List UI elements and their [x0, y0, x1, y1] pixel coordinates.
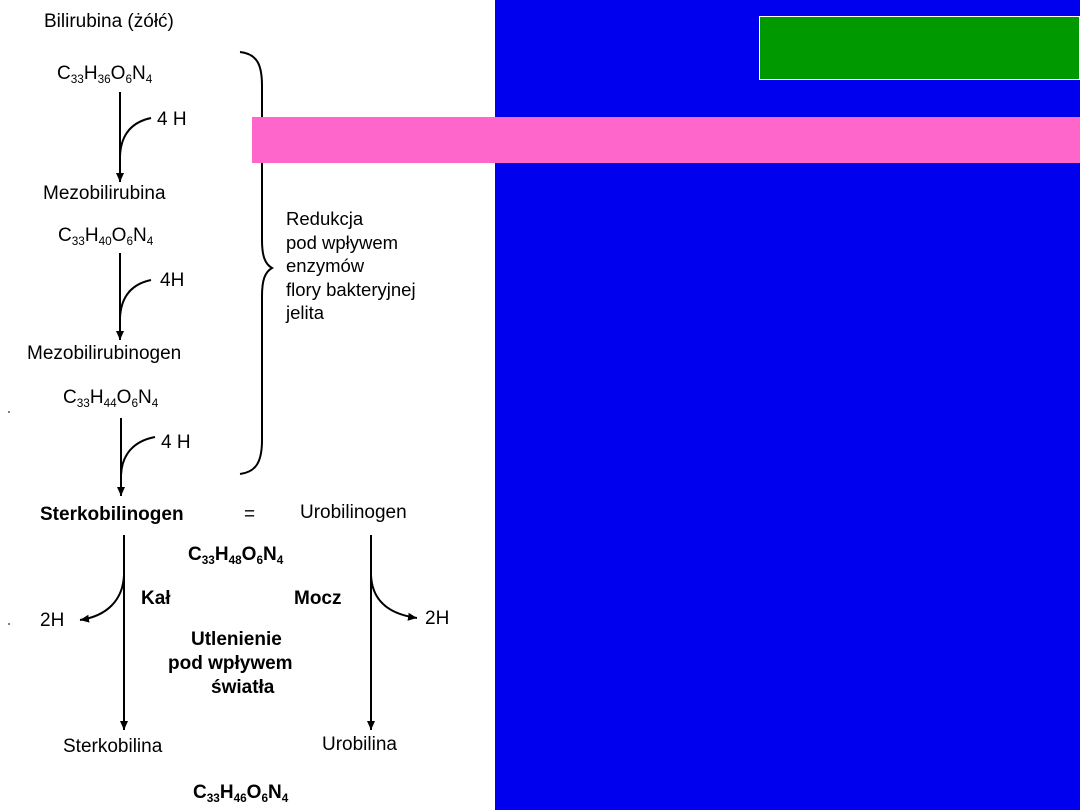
compound-sterkobilina: Sterkobilina	[63, 736, 163, 757]
reduction-note-line: pod wpływem	[286, 231, 399, 253]
compound-bilirubina: Bilirubina (żółć)	[44, 11, 174, 32]
reduction-note-line: flory bakteryjnej	[286, 278, 416, 300]
formula-bilirubina: C33H36O6N4	[57, 63, 153, 87]
formula-urobilinogen: C33H48O6N4	[188, 544, 284, 568]
reduction-note-line: enzymów	[286, 255, 365, 276]
curve-2h-left	[79, 574, 125, 623]
reduction-brace	[239, 51, 275, 475]
curve-4h-step2	[119, 279, 152, 319]
compound-urobilina: Urobilina	[322, 734, 397, 755]
label-4h-step1: 4 H	[157, 109, 187, 130]
compound-mezobilirubina: Mezobilirubina	[43, 183, 166, 204]
formula-sterkobilina: C33H46O6N4	[193, 782, 289, 806]
oxidation-note-line: Utlenienie	[191, 629, 282, 650]
reaction-arrows	[8, 51, 418, 730]
pink-highlight-bar	[252, 117, 1080, 163]
compound-urobilinogen: Urobilinogen	[300, 502, 407, 523]
label-4h-step3: 4 H	[161, 432, 191, 453]
curve-4h-step1	[119, 117, 152, 157]
curve-2h-right	[370, 574, 418, 621]
label-2h-left: 2H	[40, 610, 65, 631]
label-2h-right: 2H	[425, 608, 450, 629]
reduction-note-line: jelita	[286, 302, 325, 323]
compound-mezobilirubinogen: Mezobilirubinogen	[27, 343, 182, 364]
formula-mezobilirubinogen: C33H44O6N4	[63, 387, 159, 411]
reduction-note: Redukcja pod wpływem enzymów flory bakte…	[286, 207, 416, 325]
label-mocz: Mocz	[294, 588, 342, 609]
oxidation-note-line: pod wpływem	[168, 653, 293, 674]
green-box	[759, 16, 1080, 80]
equals-sign: =	[244, 504, 256, 525]
oxidation-note-line: światła	[211, 677, 275, 698]
curve-4h-step3	[120, 436, 156, 476]
reduction-note-line: Redukcja	[286, 208, 364, 229]
label-kal: Kał	[141, 588, 171, 609]
label-4h-step2: 4H	[160, 270, 185, 291]
compound-sterkobilinogen: Sterkobilinogen	[40, 504, 184, 525]
formula-mezobilirubina: C33H40O6N4	[58, 225, 154, 249]
